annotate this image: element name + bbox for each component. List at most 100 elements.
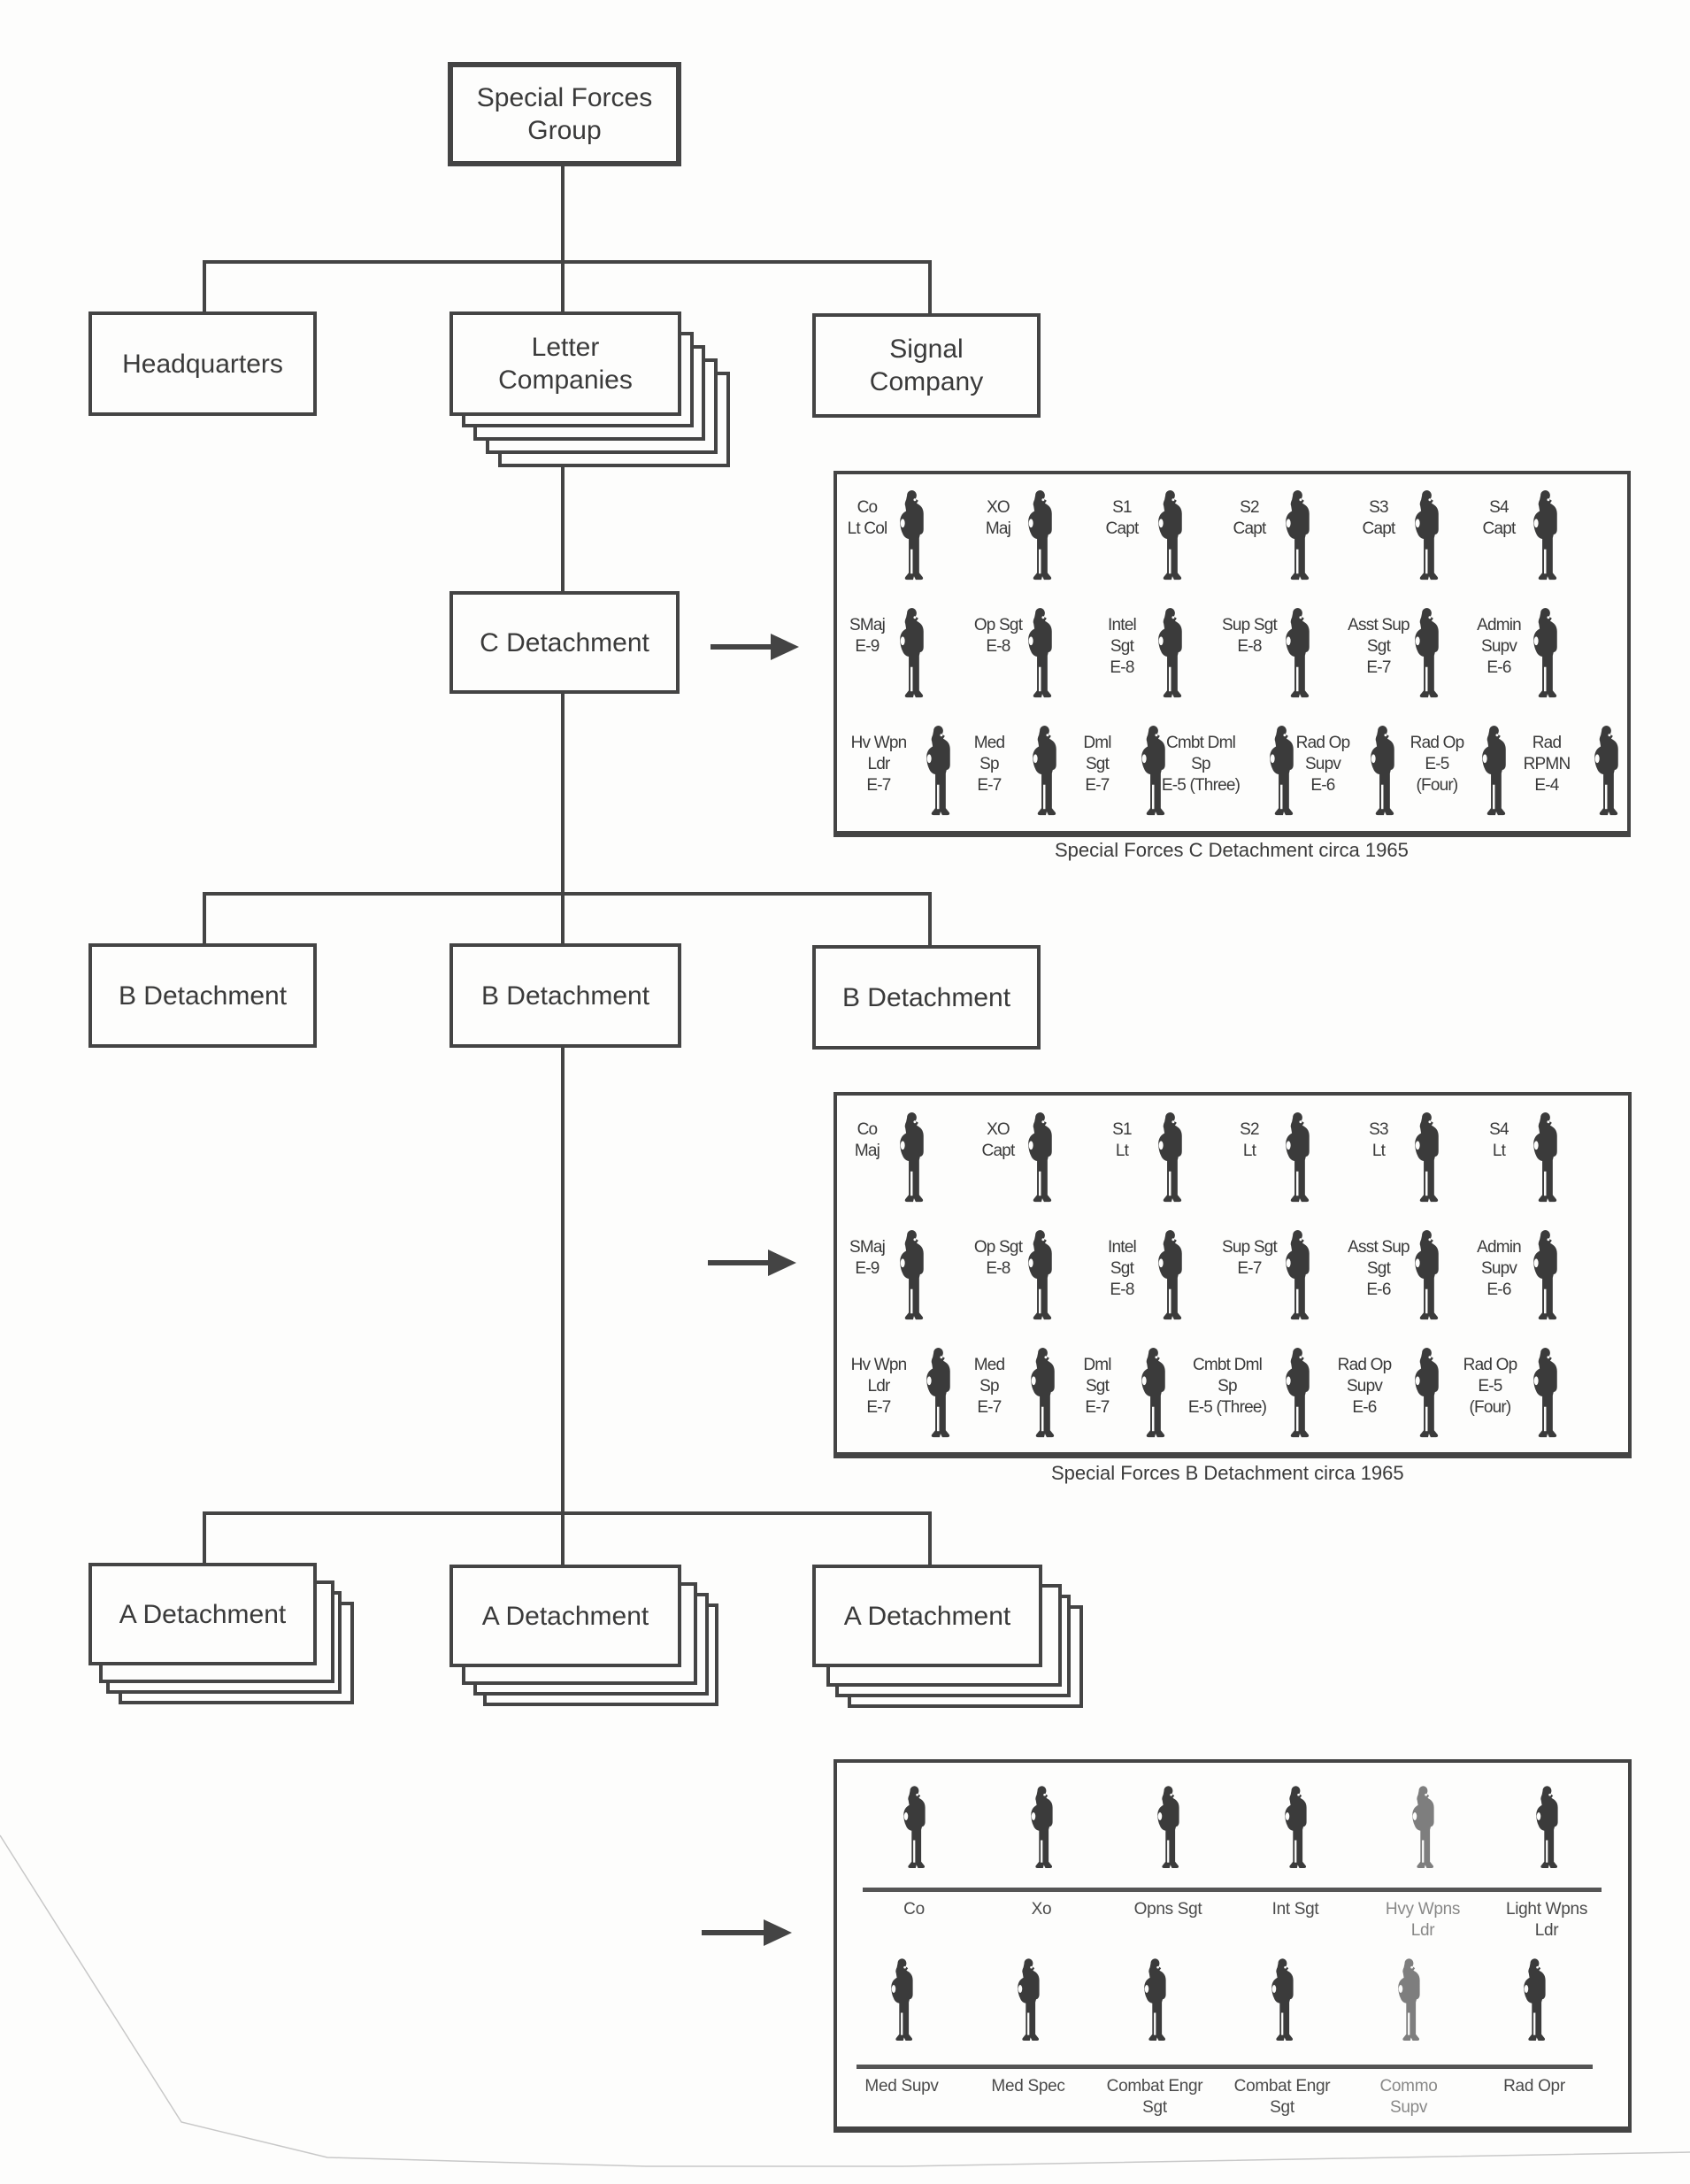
position-label: Admin Supv E-6 xyxy=(1477,616,1522,677)
soldier-silhouette-icon xyxy=(1135,1346,1171,1442)
soldier-silhouette-icon xyxy=(1135,724,1171,819)
position-label: Rad Op E-5 (Four) xyxy=(1463,1356,1517,1417)
node-label: A Detachment xyxy=(843,1601,1011,1631)
node-b-detachment-2[interactable]: B Detachment xyxy=(449,943,681,1048)
position-label: S3 Capt xyxy=(1362,498,1396,538)
node-label: Headquarters xyxy=(122,349,283,379)
position-label: Med Sp E-7 xyxy=(973,734,1005,795)
soldier-silhouette-icon xyxy=(1279,1111,1315,1206)
position-label: Intel Sgt E-8 xyxy=(1108,616,1137,677)
soldier-silhouette-icon xyxy=(1152,488,1187,584)
node-label: B Detachment xyxy=(480,980,650,1011)
position-label: S2 Capt xyxy=(1233,498,1267,538)
node-label: A Detachment xyxy=(119,1599,287,1629)
node-headquarters[interactable]: Headquarters xyxy=(88,311,317,416)
node-signal-company[interactable]: Signal Company xyxy=(812,313,1041,418)
soldier-silhouette-icon xyxy=(1588,724,1624,819)
soldier-silhouette-icon xyxy=(1527,488,1563,584)
position-label: XO Maj xyxy=(985,498,1011,538)
b-detachment-panel xyxy=(833,1092,1632,1458)
soldier-silhouette-icon xyxy=(1531,1779,1563,1878)
soldier-silhouette-icon xyxy=(1139,1951,1171,2050)
soldier-silhouette-icon xyxy=(1026,724,1062,819)
a-panel-divider xyxy=(857,2065,1593,2069)
soldier-silhouette-icon xyxy=(1025,1346,1060,1442)
soldier-silhouette-icon xyxy=(1409,1111,1444,1206)
soldier-silhouette-icon xyxy=(1152,606,1187,702)
arrow-right-icon xyxy=(708,1250,796,1276)
node-c-detachment[interactable]: C Detachment xyxy=(449,591,680,694)
position-label: Commo Supv xyxy=(1379,2077,1438,2117)
position-label: XO Capt xyxy=(981,1120,1016,1160)
connector-letter xyxy=(561,260,565,313)
position-label: S4 Capt xyxy=(1482,498,1517,538)
soldier-silhouette-icon xyxy=(1476,724,1511,819)
node-label: B Detachment xyxy=(118,980,288,1011)
soldier-silhouette-icon xyxy=(1279,488,1315,584)
soldier-silhouette-icon xyxy=(1279,1228,1315,1324)
position-label: Int Sgt xyxy=(1271,1900,1319,1919)
soldier-silhouette-icon xyxy=(1026,1779,1057,1878)
node-label: Special Forces Group xyxy=(476,83,653,145)
position-label: Intel Sgt E-8 xyxy=(1108,1238,1137,1299)
soldier-silhouette-icon xyxy=(898,1779,930,1878)
position-label: Co Maj xyxy=(854,1120,880,1160)
soldier-silhouette-icon xyxy=(1266,1951,1298,2050)
soldier-silhouette-icon xyxy=(1012,1951,1044,2050)
connector-b-right xyxy=(928,892,932,947)
position-label: Dml Sgt E-7 xyxy=(1083,1356,1111,1417)
soldier-silhouette-icon xyxy=(1518,1951,1550,2050)
soldier-silhouette-icon xyxy=(1264,724,1299,819)
position-label: Med Spec xyxy=(991,2077,1065,2096)
soldier-silhouette-icon xyxy=(1022,488,1057,584)
position-label: Combat Engr Sgt xyxy=(1233,2077,1331,2117)
soldier-silhouette-icon xyxy=(1279,606,1315,702)
position-label: Rad Op Supv E-6 xyxy=(1295,734,1350,795)
position-label: Rad RPMN E-4 xyxy=(1523,734,1571,795)
arrow-right-icon xyxy=(702,1919,794,1946)
node-special-forces-group[interactable]: Special Forces Group xyxy=(448,62,681,166)
node-letter-companies[interactable]: Letter Companies xyxy=(449,311,681,416)
soldier-silhouette-icon xyxy=(1022,1111,1057,1206)
position-label: Admin Supv E-6 xyxy=(1477,1238,1522,1299)
soldier-silhouette-icon xyxy=(920,1346,956,1442)
connector-b-to-a xyxy=(561,1044,565,1566)
a-detachment-panel xyxy=(833,1759,1632,2133)
soldier-silhouette-icon xyxy=(1527,1346,1563,1442)
node-a-detachment-2[interactable]: A Detachment xyxy=(449,1565,681,1667)
soldier-silhouette-icon xyxy=(1409,488,1444,584)
position-label: Hv Wpn Ldr E-7 xyxy=(850,734,908,795)
node-label: A Detachment xyxy=(481,1601,649,1631)
position-label: S3 Lt xyxy=(1369,1120,1388,1160)
position-label: Op Sgt E-8 xyxy=(973,616,1023,656)
position-label: S1 Capt xyxy=(1105,498,1140,538)
c-detachment-caption: Special Forces C Detachment circa 1965 xyxy=(1055,839,1409,861)
node-b-detachment-3[interactable]: B Detachment xyxy=(812,945,1041,1050)
node-a-detachment-1[interactable]: A Detachment xyxy=(88,1563,317,1665)
soldier-silhouette-icon xyxy=(1152,1779,1184,1878)
position-label: S4 Lt xyxy=(1489,1120,1509,1160)
soldier-silhouette-icon xyxy=(1527,1228,1563,1324)
position-label: Co Lt Col xyxy=(847,498,888,538)
soldier-silhouette-icon xyxy=(1407,1779,1439,1878)
position-label: Cmbt Dml Sp E-5 (Three) xyxy=(1161,734,1241,795)
connector-a-left xyxy=(203,1511,206,1565)
soldier-silhouette-icon xyxy=(1279,1779,1311,1878)
connector-letter-to-c xyxy=(561,466,565,592)
position-label: S2 Lt xyxy=(1240,1120,1259,1160)
connector-hq xyxy=(203,260,206,313)
soldier-silhouette-icon xyxy=(894,488,929,584)
soldier-silhouette-icon xyxy=(894,1111,929,1206)
node-label: Signal Company xyxy=(869,335,984,396)
node-a-detachment-3[interactable]: A Detachment xyxy=(812,1565,1042,1667)
position-label: Sup Sgt E-7 xyxy=(1221,1238,1278,1278)
position-label: Med Supv xyxy=(864,2077,939,2096)
node-label: C Detachment xyxy=(480,627,649,658)
soldier-silhouette-icon xyxy=(894,1228,929,1324)
position-label: Op Sgt E-8 xyxy=(973,1238,1023,1278)
position-label: Opns Sgt xyxy=(1133,1900,1202,1919)
node-label: B Detachment xyxy=(841,982,1011,1012)
node-b-detachment-1[interactable]: B Detachment xyxy=(88,943,317,1048)
soldier-silhouette-icon xyxy=(1364,724,1400,819)
